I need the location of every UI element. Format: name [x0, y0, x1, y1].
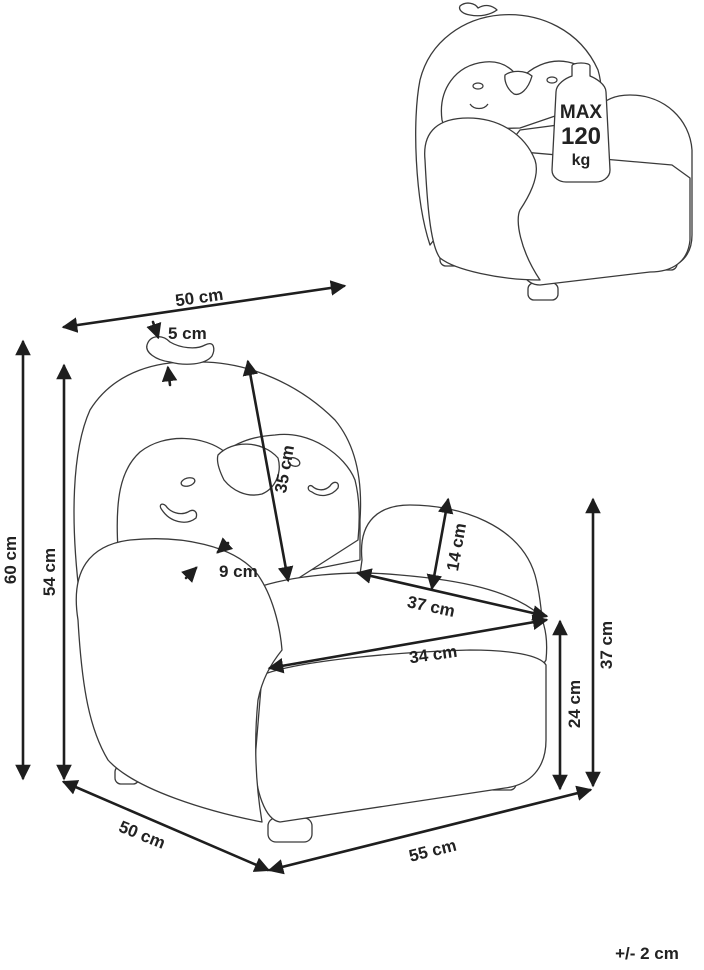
- label-total-height: 60 cm: [1, 536, 20, 584]
- dim-line-depth-bottom: [61, 780, 271, 872]
- dim-line-ear-top: [146, 320, 162, 340]
- dimension-lines: [15, 280, 601, 875]
- badge-max: MAX: [560, 102, 603, 123]
- dim-line-arm-bottom: [181, 566, 198, 583]
- reference-chair-illustration: MAX 120 kg: [415, 2, 693, 301]
- dim-line-top-width: [61, 280, 347, 333]
- dim-line-width-bottom: [267, 785, 593, 875]
- dim-line-back-height: [242, 359, 294, 583]
- dim-line-arm-top: [216, 537, 234, 554]
- dim-line-ear-bottom: [161, 365, 178, 387]
- label-back-height-outer: 54 cm: [40, 548, 59, 596]
- label-arm-thickness: 9 cm: [219, 562, 258, 581]
- main-chair-illustration: [73, 336, 548, 843]
- dim-line-seat-width: [267, 614, 549, 674]
- badge-value: 120: [561, 123, 601, 150]
- dim-line-seat-depth: [355, 568, 549, 621]
- label-tolerance: +/- 2 cm: [615, 944, 679, 963]
- label-arm-rest-height: 37 cm: [597, 621, 616, 669]
- label-ear: 5 cm: [168, 324, 207, 343]
- label-width-bottom: 55 cm: [407, 836, 458, 866]
- label-seat-height: 24 cm: [565, 680, 584, 728]
- label-top-width: 50 cm: [174, 285, 224, 311]
- badge-unit: kg: [572, 152, 591, 169]
- dimension-labels: 50 cm 5 cm 35 cm 9 cm 60 cm 54 cm 14 cm …: [1, 285, 679, 963]
